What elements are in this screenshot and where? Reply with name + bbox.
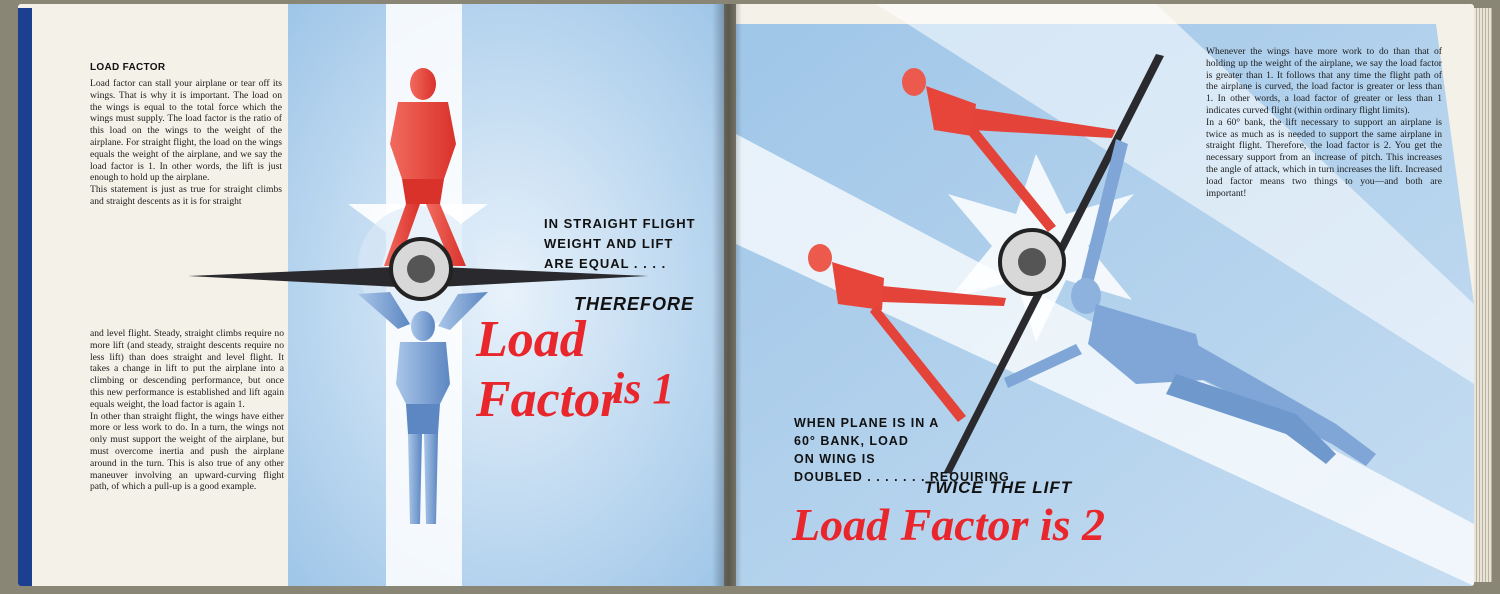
load-factor-value: is 1 <box>612 364 675 413</box>
red-weight-figure <box>902 68 1116 232</box>
caption-line: ON WING IS <box>794 452 876 466</box>
left-page: LOAD FACTOR Load factor can stall your a… <box>18 4 724 586</box>
left-illustration <box>188 4 724 586</box>
right-top-text: Whenever the wings have more work to do … <box>1206 46 1442 199</box>
section-heading: LOAD FACTOR <box>90 62 166 73</box>
load-factor-title: Load Factor <box>476 311 621 428</box>
paragraph: In a 60° bank, the lift necessary to sup… <box>1206 116 1442 199</box>
binding-strip <box>18 8 32 586</box>
caption-line: IN STRAIGHT FLIGHT <box>544 216 696 231</box>
left-top-text: Load factor can stall your airplane or t… <box>90 78 282 208</box>
paragraph: Whenever the wings have more work to do … <box>1206 46 1442 116</box>
left-bottom-text: and level flight. Steady, straight climb… <box>90 328 284 493</box>
paragraph: and level flight. Steady, straight climb… <box>90 328 284 410</box>
red-weight-figure <box>808 244 1006 422</box>
book-gutter <box>712 4 742 586</box>
caption-line: ARE EQUAL . . . . <box>544 256 667 271</box>
red-weight-figure <box>384 68 466 266</box>
paragraph: Load factor can stall your airplane or t… <box>90 78 282 184</box>
twice-lift-label: TWICE THE LIFT <box>924 478 1073 497</box>
load-factor-2-title: Load Factor is 2 <box>792 499 1106 550</box>
diagonal-light-beam <box>876 4 1474 384</box>
caption-line: WHEN PLANE IS IN A <box>794 416 940 430</box>
blue-lift-figure <box>1004 139 1376 466</box>
diagonal-light-beam <box>736 134 1474 586</box>
caption-line: WEIGHT AND LIFT <box>544 236 674 251</box>
therefore-label: THEREFORE <box>574 294 695 314</box>
right-page: Whenever the wings have more work to do … <box>736 4 1474 586</box>
right-caption: WHEN PLANE IS IN A 60° BANK, LOAD ON WIN… <box>794 414 1010 486</box>
caption-line: 60° BANK, LOAD <box>794 434 909 448</box>
blue-lift-figure <box>358 292 488 524</box>
caption-line: DOUBLED . . . . . . . REQUIRING <box>794 470 1010 484</box>
paragraph: This statement is just as true for strai… <box>90 184 282 207</box>
left-caption: IN STRAIGHT FLIGHT WEIGHT AND LIFT ARE E… <box>544 214 696 274</box>
paragraph: In other than straight flight, the wings… <box>90 410 284 493</box>
page-edges <box>1474 8 1492 582</box>
right-illustration <box>736 4 1474 586</box>
